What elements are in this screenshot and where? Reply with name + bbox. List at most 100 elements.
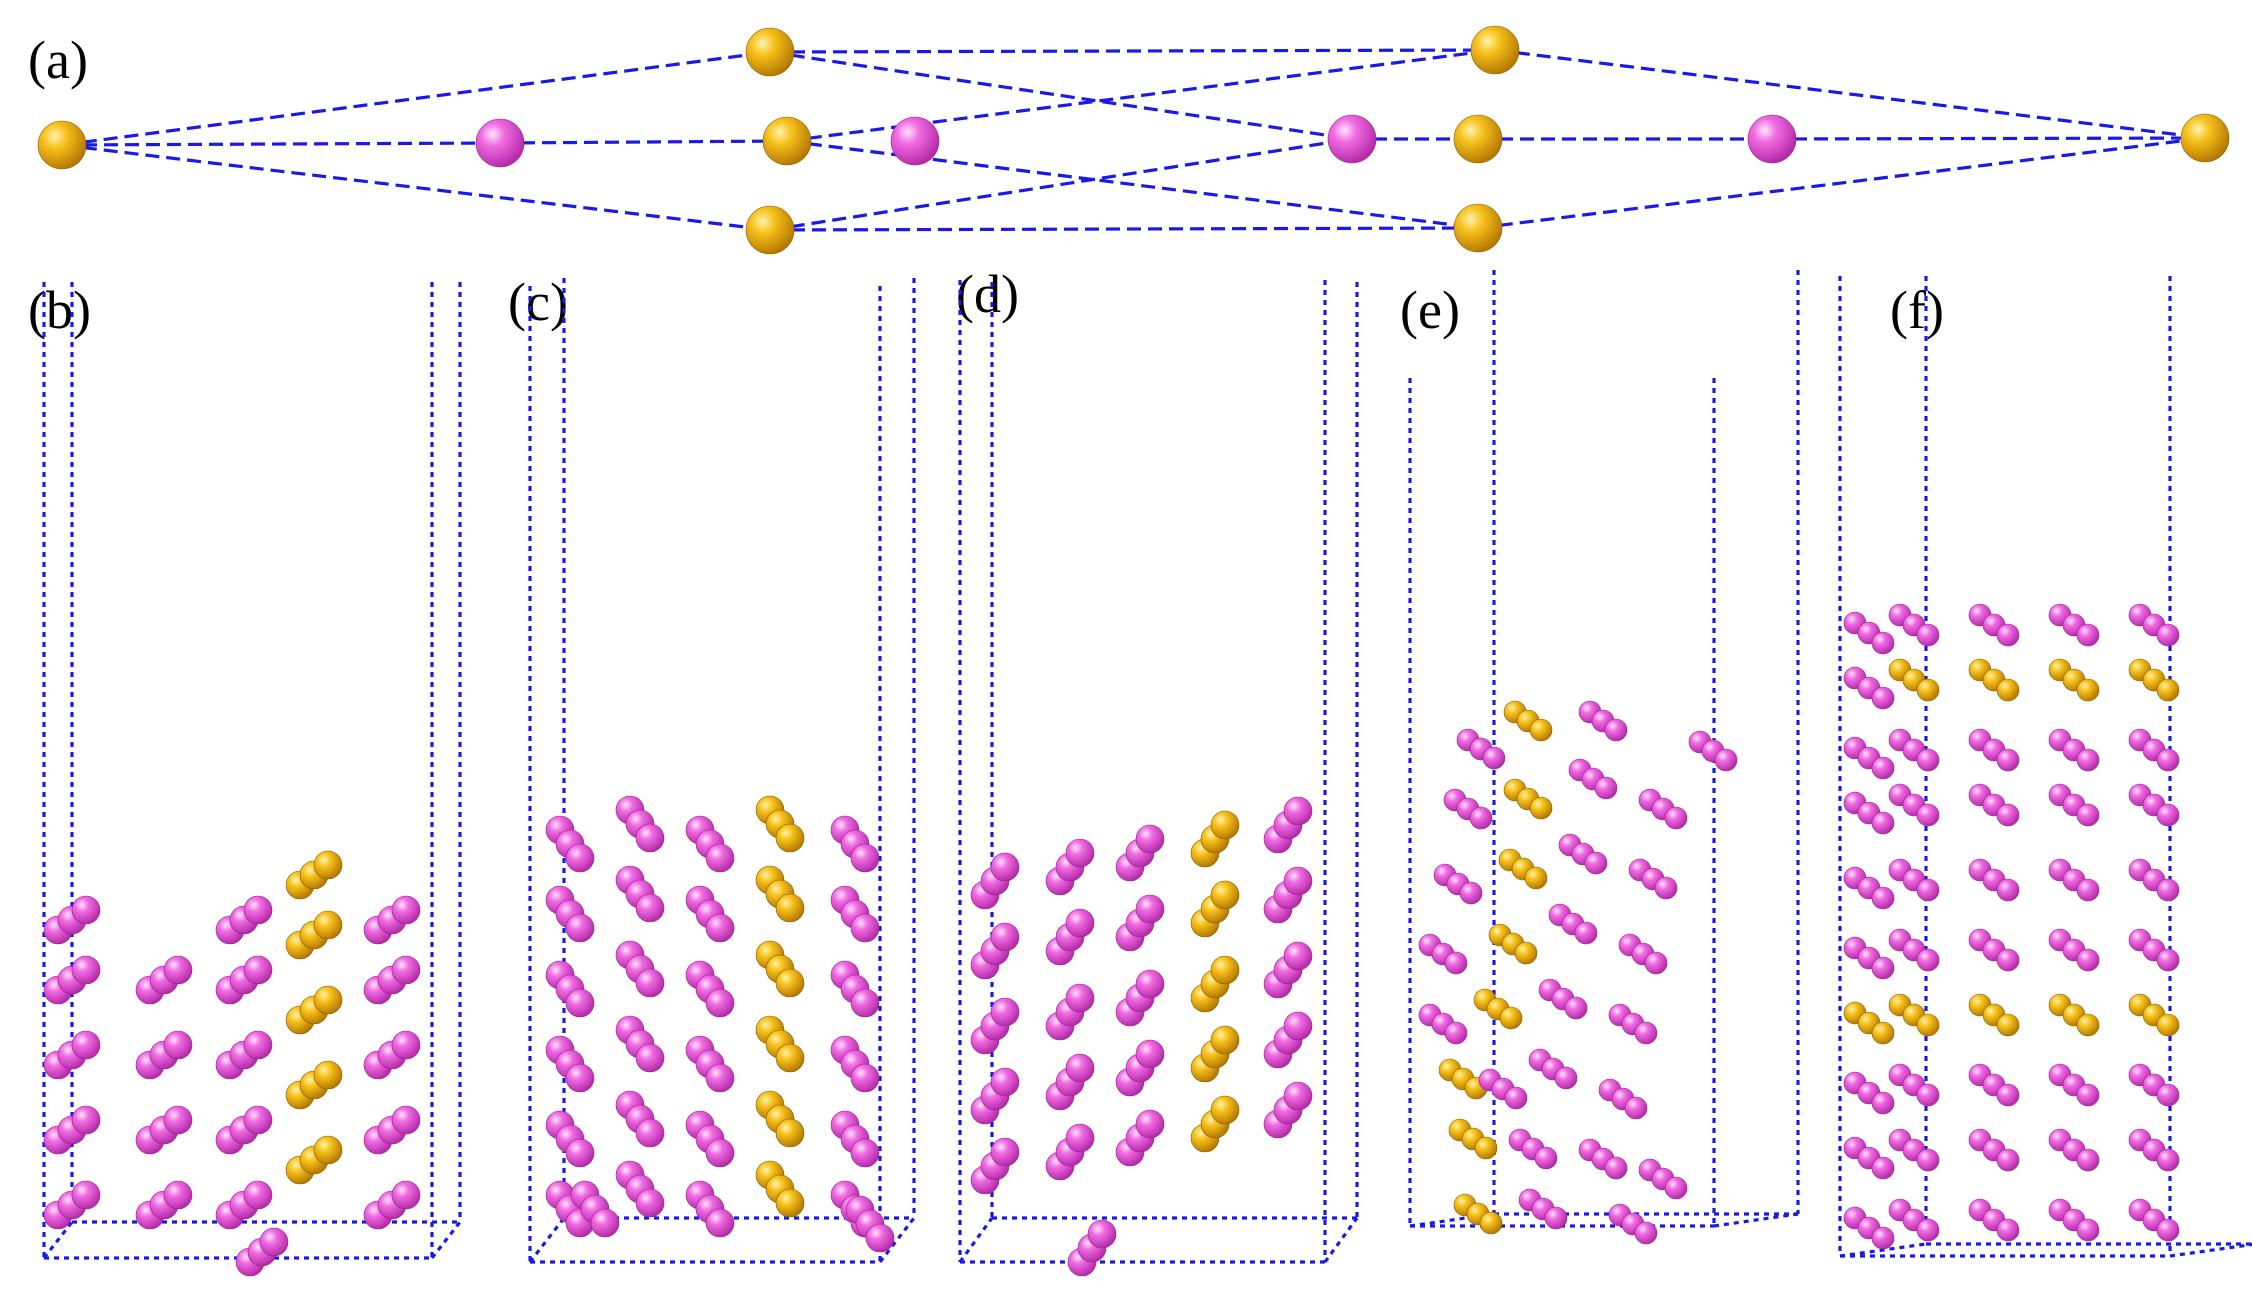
pink-atom [1916,803,1940,827]
gold-atom [2076,678,2100,702]
pink-atom [2156,948,2180,972]
pink-atom [1916,748,1940,772]
pink-atom [1996,878,2020,902]
pink-atom [1504,1086,1528,1110]
pink-atom [1544,1206,1568,1230]
gold-atom [1996,1013,2020,1037]
pink-atom [1594,776,1618,800]
gold-atom [1996,678,2020,702]
pink-atom [565,988,595,1018]
pink-atom [1087,1219,1117,1249]
pink-atom [1664,806,1688,830]
bond-line [786,139,1479,230]
pink-atom [865,1223,895,1253]
pink-atom [705,988,735,1018]
panel-f-supercell [1838,276,2252,1258]
gold-atom [2076,1013,2100,1037]
pink-atom [1135,969,1165,999]
gold-atom [2180,113,2230,163]
pink-atom [990,1137,1020,1167]
pink-atom [850,988,880,1018]
pink-atom [705,1138,735,1168]
bond-line [1771,136,2206,141]
bond-line [1494,48,2206,140]
gold-atom [1529,718,1553,742]
cell-edge [42,1221,74,1259]
pink-atom [1469,806,1493,830]
panel-a-bond-network [37,25,2230,255]
cell-edge [958,1217,994,1263]
pink-atom [1871,1226,1895,1250]
pink-atom [1327,114,1377,164]
pink-atom [1135,1109,1165,1139]
pink-atom [1871,756,1895,780]
pink-atom [1916,623,1940,647]
bond-line [769,48,1496,54]
gold-atom [775,1043,805,1073]
pink-atom [475,118,525,168]
gold-atom [1499,1006,1523,1030]
pink-atom [1996,748,2020,772]
pink-atom [2156,1218,2180,1242]
gold-atom [745,205,795,255]
pink-atom [243,1105,273,1135]
pink-atom [1871,886,1895,910]
panel-label-e: (e) [1400,280,1460,340]
pink-atom [1459,881,1483,905]
pink-atom [705,913,735,943]
cell-edge [430,1221,462,1259]
pink-atom [1135,894,1165,924]
pink-atom [1624,1096,1648,1120]
pink-atom [1604,1156,1628,1180]
pink-atom [1135,1039,1165,1069]
pink-atom [2156,748,2180,772]
gold-atom [2156,1013,2180,1037]
pink-atom [391,895,421,925]
pink-atom [1996,1218,2020,1242]
pink-atom [391,1105,421,1135]
pink-atom [565,913,595,943]
gold-atom [1474,1136,1498,1160]
pink-atom [1554,1066,1578,1090]
panel-c-supercell [528,278,916,1264]
panel-e-supercell [1408,270,1800,1245]
cell-edge [2169,1242,2252,1258]
pink-atom [391,955,421,985]
panel-b-supercell [42,282,462,1277]
pink-atom [163,1030,193,1060]
pink-atom [1996,623,2020,647]
pink-atom [1482,746,1506,770]
pink-atom [1916,1218,1940,1242]
gold-atom [1453,203,1503,253]
pink-atom [635,968,665,998]
pink-atom [1283,1081,1313,1111]
gold-atom [313,910,343,940]
pink-atom [1714,748,1738,772]
pink-atom [990,922,1020,952]
pink-atom [1534,1146,1558,1170]
pink-atom [1916,1148,1940,1172]
pink-atom [71,895,101,925]
pink-atom [391,1180,421,1210]
pink-atom [565,1138,595,1168]
pink-atom [1996,1083,2020,1107]
pink-atom [1871,956,1895,980]
pink-atom [990,852,1020,882]
pink-atom [890,116,940,166]
cell-edge [1323,1217,1359,1263]
pink-atom [243,1030,273,1060]
gold-atom [1529,796,1553,820]
pink-atom [1283,796,1313,826]
pink-atom [635,893,665,923]
pink-atom [705,1063,735,1093]
pink-atom [1135,824,1165,854]
pink-atom [243,1180,273,1210]
gold-atom [745,27,795,77]
pink-atom [1584,851,1608,875]
gold-atom [1871,1021,1895,1045]
gold-atom [1916,678,1940,702]
pink-atom [1065,983,1095,1013]
pink-atom [1996,803,2020,827]
gold-atom [775,823,805,853]
